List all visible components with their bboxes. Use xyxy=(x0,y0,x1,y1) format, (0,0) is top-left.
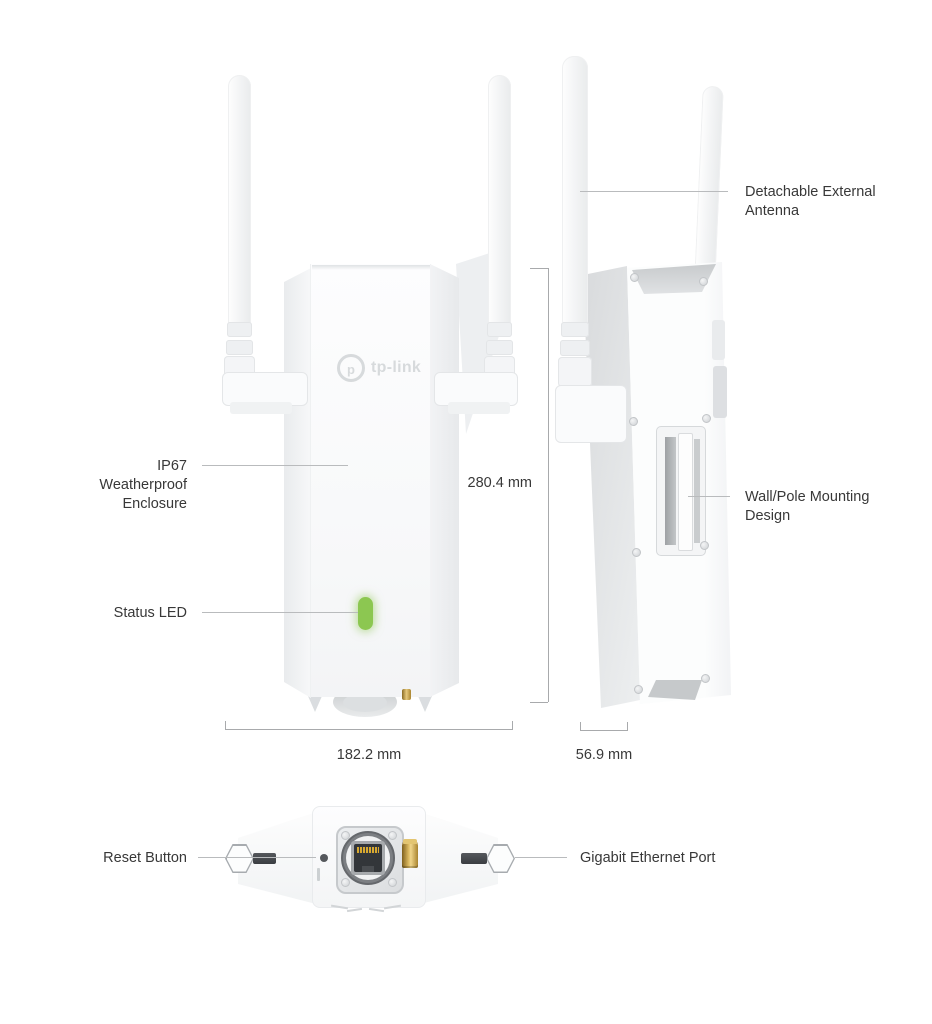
dimension-tick xyxy=(512,721,513,730)
screw-icon xyxy=(341,878,350,887)
antenna-connector-shaft xyxy=(253,853,276,864)
wall-pole-mounting-bracket xyxy=(656,426,706,556)
screw-icon xyxy=(701,674,710,683)
front-left-antenna-foot xyxy=(230,402,292,414)
front-body-center-panel xyxy=(310,264,431,697)
label-status-led: Status LED xyxy=(113,605,187,621)
dimension-label-width: 182.2 mm xyxy=(336,747,402,763)
side-bottom-notch xyxy=(648,680,702,700)
side-hinge-tab xyxy=(713,366,727,418)
front-right-antenna-ring xyxy=(486,340,513,355)
dimension-tick xyxy=(627,722,628,731)
screw-icon xyxy=(632,548,641,557)
front-left-antenna-mount xyxy=(222,372,308,406)
front-right-antenna-ring xyxy=(487,322,512,337)
front-bottom-flap-left xyxy=(308,696,322,712)
leader-line-detachable-antenna xyxy=(580,191,728,192)
dimension-line-depth xyxy=(580,730,628,731)
bracket-white-rail xyxy=(678,433,693,551)
rj45-jack xyxy=(354,844,382,872)
snap-hook xyxy=(346,907,363,913)
label-reset-button: Reset Button xyxy=(103,850,187,866)
dimension-label-depth: 56.9 mm xyxy=(575,747,633,763)
dimension-line-height xyxy=(548,268,549,702)
screw-icon xyxy=(699,277,708,286)
front-left-antenna-ring xyxy=(227,322,252,337)
label-line: IP67 xyxy=(157,458,187,474)
dimension-tick xyxy=(530,268,548,269)
label-line: Detachable External xyxy=(745,184,876,200)
tp-link-logo-text: tp-link xyxy=(371,359,422,376)
side-hinge-tab xyxy=(712,320,725,360)
rj45-notch xyxy=(362,866,374,872)
screw-icon xyxy=(629,417,638,426)
antenna-connector-shaft xyxy=(461,853,487,864)
tp-link-logo: p tp-link xyxy=(337,354,421,382)
front-left-antenna xyxy=(228,75,251,325)
leader-line-wall-pole xyxy=(688,496,730,497)
leader-line-ip67 xyxy=(202,465,348,466)
screw-icon xyxy=(634,685,643,694)
front-cable-gland-inner xyxy=(343,693,387,712)
front-right-antenna-mount xyxy=(434,372,518,406)
front-bottom-flap-right xyxy=(418,696,432,712)
antenna-connector-hex-inner xyxy=(226,845,253,872)
label-detachable-external-antenna: Detachable External Antenna xyxy=(745,183,876,221)
bracket-side-slot xyxy=(694,439,700,543)
leader-line-status-led xyxy=(202,612,358,613)
dimension-line-width xyxy=(225,729,513,730)
leader-line-reset xyxy=(198,857,316,858)
screw-icon xyxy=(388,878,397,887)
screw-icon xyxy=(700,541,709,550)
front-body-right-facet xyxy=(430,264,459,697)
front-ground-connector xyxy=(402,689,411,700)
label-line: Antenna xyxy=(745,203,800,219)
label-line: Design xyxy=(745,508,791,524)
dimension-tick xyxy=(225,721,226,730)
side-front-antenna-ring xyxy=(561,322,589,337)
tp-link-logo-icon: p xyxy=(337,354,365,382)
dimension-tick xyxy=(580,722,581,731)
label-gigabit-ethernet-port: Gigabit Ethernet Port xyxy=(580,850,716,866)
label-wall-pole-mounting: Wall/Pole Mounting Design xyxy=(745,488,869,526)
brass-connector-cap xyxy=(403,839,417,844)
front-body-top-edge xyxy=(312,265,430,270)
status-led-indicator xyxy=(358,597,373,630)
label-line: Weatherproof xyxy=(99,477,187,493)
brass-antenna-connector xyxy=(402,842,418,868)
side-front-antenna xyxy=(562,56,588,324)
label-line: Wall/Pole Mounting xyxy=(745,489,870,505)
front-body-left-facet xyxy=(284,268,311,698)
rj45-pins xyxy=(357,847,379,853)
screw-icon xyxy=(341,831,350,840)
front-left-antenna-ring xyxy=(226,340,253,355)
screw-icon xyxy=(630,273,639,282)
side-front-antenna-collar xyxy=(558,357,592,387)
dimension-tick xyxy=(530,702,548,703)
side-rear-antenna xyxy=(694,85,724,287)
screw-icon xyxy=(388,831,397,840)
tp-link-logo-monogram: p xyxy=(347,362,355,377)
screw-icon xyxy=(702,414,711,423)
snap-hook xyxy=(368,907,385,913)
leader-line-ethernet xyxy=(515,857,567,858)
antenna-connector-hex-inner xyxy=(487,845,514,872)
reset-silkscreen-mark xyxy=(317,868,320,881)
label-ip67-weatherproof-enclosure: IP67 Weatherproof Enclosure xyxy=(60,457,187,514)
label-line: Enclosure xyxy=(122,496,187,512)
front-right-antenna-foot xyxy=(448,402,510,414)
reset-button-dot xyxy=(320,854,328,862)
bracket-dark-channel xyxy=(665,437,676,545)
front-right-antenna xyxy=(488,75,511,325)
dimension-label-height: 280.4 mm xyxy=(467,475,532,491)
side-front-antenna-ring xyxy=(560,340,590,356)
side-front-antenna-mount xyxy=(555,385,627,443)
gigabit-ethernet-port-icon xyxy=(351,841,385,875)
